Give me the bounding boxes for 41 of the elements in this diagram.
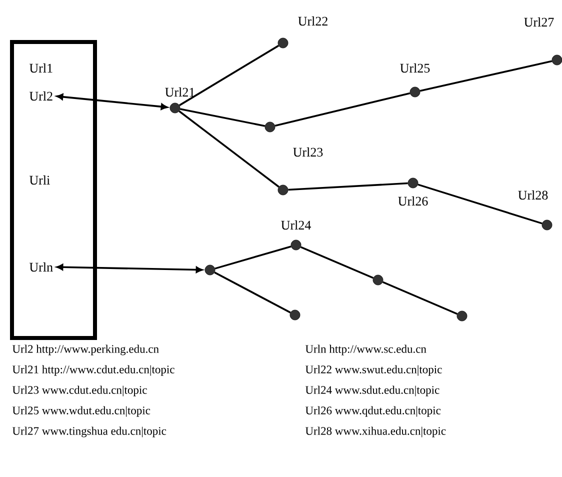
url-label: Url21 <box>165 87 194 97</box>
list-box <box>10 40 97 340</box>
url-label: Url28 <box>518 190 548 200</box>
url-label: Url27 <box>524 17 554 27</box>
table-cell: Url21 http://www.cdut.edu.cn|topic <box>12 365 174 376</box>
double-arrow <box>56 264 203 273</box>
url-label: Urln <box>29 262 53 272</box>
table-cell: Url24 www.sdut.edu.cn|topic <box>305 386 440 396</box>
dot <box>290 310 300 320</box>
url-label: Url22 <box>298 16 328 26</box>
table-cell: Url25 www.wdut.edu.cn|topic <box>12 406 150 417</box>
connector-line <box>274 92 410 127</box>
table-cell: Url27 www.tingshua edu.cn|topic <box>12 426 166 438</box>
url-label: Url26 <box>398 196 428 206</box>
url-label: Url24 <box>281 220 311 230</box>
dot <box>204 264 216 276</box>
dot <box>372 274 384 286</box>
url-label: Url1 <box>29 63 52 73</box>
connector-line <box>420 60 552 92</box>
url-label: Url25 <box>400 63 430 73</box>
table-cell: Url26 www.qdut.edu.cn|topic <box>305 406 441 417</box>
table-cell: Url23 www.cdut.edu.cn|topic <box>12 386 147 396</box>
url-label: Urli <box>29 175 50 185</box>
connector-line <box>300 246 374 279</box>
table-cell: Url2 http://www.perking.edu.cn <box>12 344 159 356</box>
connector-line <box>418 184 542 224</box>
table-cell: Url22 www.swut.edu.cn|topic <box>305 365 442 376</box>
connector-line <box>288 182 408 191</box>
connector-line <box>214 272 291 314</box>
connector-line <box>179 44 280 106</box>
dot <box>278 184 288 196</box>
table-cell: Urln http://www.sc.edu.cn <box>305 344 426 356</box>
connector-line <box>180 108 266 127</box>
connector-line <box>214 246 292 270</box>
connector-line <box>382 281 458 315</box>
double-arrow <box>56 94 168 110</box>
table-cell: Url28 www.xihua.edu.cn|topic <box>305 426 446 438</box>
url-label: Url2 <box>29 91 52 101</box>
connector-line <box>178 110 280 188</box>
dot <box>456 310 468 322</box>
url-label: Url23 <box>293 147 323 157</box>
